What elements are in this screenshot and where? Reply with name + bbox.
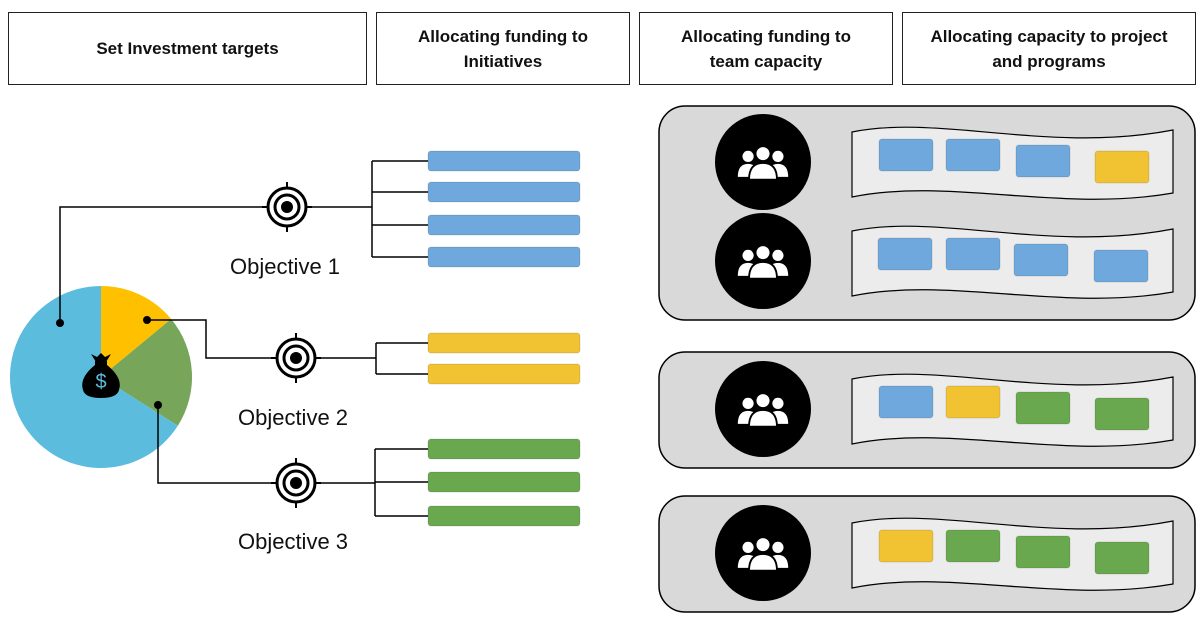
initiative-bar: [427, 505, 581, 527]
initiative-bracket: [312, 160, 428, 258]
svg-text:$: $: [95, 371, 106, 393]
objective-2: Objective 2: [238, 332, 581, 430]
header-capacity-projects: Allocating capacity to project and progr…: [902, 12, 1196, 85]
header-investment-targets: Set Investment targets: [8, 12, 367, 85]
initiative-bracket: [321, 342, 428, 375]
work-item-green: [945, 529, 1001, 563]
connector-objective-3: [157, 405, 273, 484]
team-panel-2: [658, 351, 1196, 469]
money-bag-icon: $: [82, 353, 120, 398]
target-icon: [271, 333, 321, 383]
work-item-blue: [878, 138, 934, 172]
objectives-group: Objective 1 Objective 2 Objective 3: [230, 150, 581, 554]
pie-connectors: [59, 206, 273, 484]
team-capacity-panels: [658, 105, 1196, 613]
work-item-yellow: [878, 529, 934, 563]
pie-slice-objective-3: [101, 318, 192, 426]
team-row: [715, 213, 1174, 309]
work-item-blue: [1015, 144, 1071, 178]
work-item-blue: [945, 138, 1001, 172]
work-item-blue: [945, 237, 1001, 271]
work-item-green: [1094, 541, 1150, 575]
work-item-green: [1094, 397, 1150, 431]
initiative-bar: [427, 181, 581, 203]
connector-objective-1: [59, 206, 265, 323]
initiative-bar: [427, 246, 581, 268]
connector-objective-2: [147, 319, 273, 359]
initiative-bar: [427, 332, 581, 354]
objective-label: Objective 1: [230, 254, 340, 279]
initiative-bracket: [321, 448, 428, 517]
work-item-green: [1015, 535, 1071, 569]
team-row: [715, 361, 1174, 457]
connector-dot-objective-1: [56, 319, 64, 327]
target-icon: [271, 458, 321, 508]
work-item-blue: [1013, 243, 1069, 277]
objective-label: Objective 3: [238, 529, 348, 554]
pie-slice-objective-2: [101, 286, 172, 377]
objective-1: Objective 1: [230, 150, 581, 279]
work-item-yellow: [1094, 150, 1150, 184]
initiative-bar: [427, 214, 581, 236]
team-panel-1: [658, 105, 1196, 321]
initiative-bar: [427, 438, 581, 460]
work-banner: [851, 225, 1174, 299]
team-panel-3: [658, 495, 1196, 613]
work-item-green: [1015, 391, 1071, 425]
connector-dot-objective-2: [143, 316, 151, 324]
header-funding-initiatives: Allocating funding to Initiatives: [376, 12, 630, 85]
work-item-blue: [877, 237, 933, 271]
team-row: [715, 505, 1174, 601]
connector-dot-objective-3: [154, 401, 162, 409]
header-funding-team-capacity: Allocating funding to team capacity: [639, 12, 893, 85]
team-row: [715, 114, 1174, 210]
initiative-bar: [427, 471, 581, 493]
objective-label: Objective 2: [238, 405, 348, 430]
work-item-yellow: [945, 385, 1001, 419]
work-item-blue: [878, 385, 934, 419]
objective-3: Objective 3: [238, 438, 581, 554]
work-item-blue: [1093, 249, 1149, 283]
initiative-bar: [427, 363, 581, 385]
target-icon: [262, 182, 312, 232]
initiative-bar: [427, 150, 581, 172]
